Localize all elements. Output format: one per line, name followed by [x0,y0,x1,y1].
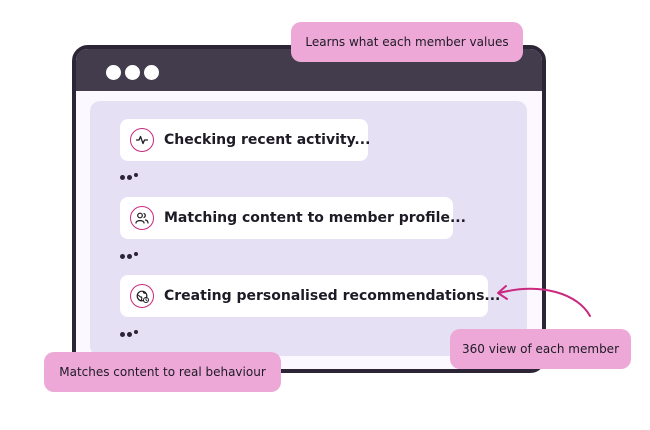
browser-window: Checking recent activity... Matching con… [72,45,546,373]
step-label: Checking recent activity... [164,132,371,148]
window-dot[interactable] [106,65,121,80]
step-label: Matching content to member profile... [164,210,466,226]
callout-text: 360 view of each member [462,342,619,356]
callout-real-behaviour: Matches content to real behaviour [44,352,281,392]
window-dot[interactable] [125,65,140,80]
globe-icon [130,284,154,308]
step-matching-content: Matching content to member profile... [120,197,466,239]
ellipsis-indicator [120,173,138,180]
callout-360-view: 360 view of each member [450,329,631,369]
callout-text: Matches content to real behaviour [59,365,266,379]
content-panel: Checking recent activity... Matching con… [90,101,527,356]
step-creating-recommendations: Creating personalised recommendations... [120,275,500,317]
curved-arrow-icon [497,285,591,317]
users-icon [130,206,154,230]
callout-text: Learns what each member values [305,35,509,49]
step-label: Creating personalised recommendations... [164,288,501,304]
activity-icon [130,128,154,152]
ellipsis-indicator [120,330,138,337]
window-controls [106,65,159,80]
ellipsis-indicator [120,252,138,259]
step-checking-activity: Checking recent activity... [120,119,371,161]
callout-member-values: Learns what each member values [291,22,523,62]
window-dot[interactable] [144,65,159,80]
